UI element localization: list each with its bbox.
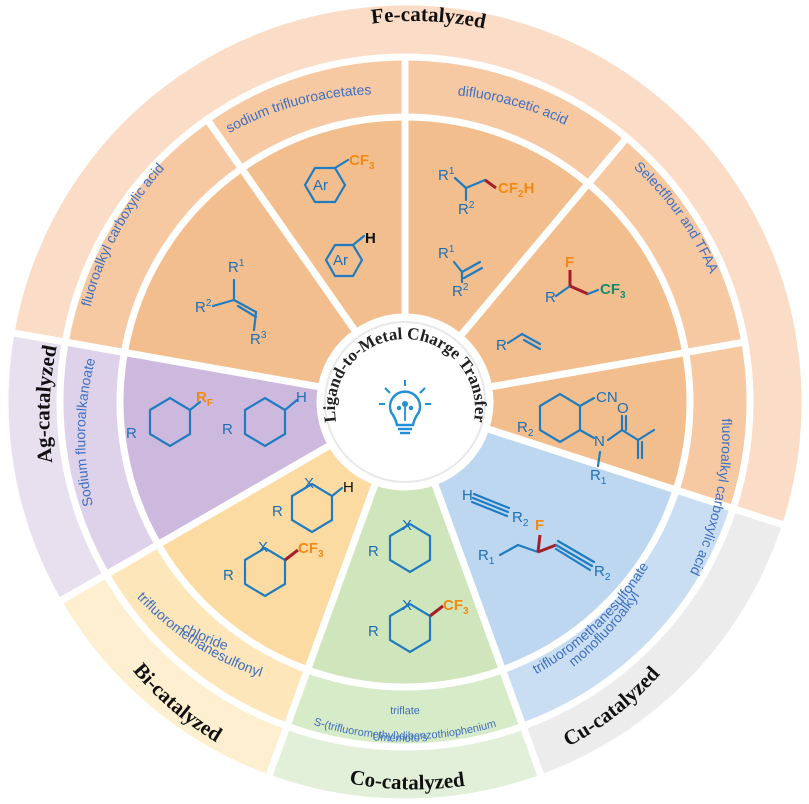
svg-text:X: X	[304, 475, 314, 492]
molecule-aryl-rf: R RF	[126, 389, 213, 448]
svg-text:R1: R1	[590, 467, 607, 487]
svg-text:CN: CN	[596, 389, 618, 406]
molecule-arene-h: Ar H	[324, 230, 376, 278]
svg-text:H: H	[365, 230, 376, 247]
svg-text:R3: R3	[250, 330, 267, 348]
reagent-co-line3: triflate	[390, 705, 420, 717]
svg-text:R2: R2	[195, 298, 212, 316]
sector-fe-inner-1	[120, 163, 362, 392]
svg-text:H: H	[296, 389, 307, 406]
molecule-trisubstituted-alkene: R1 R2 R3	[195, 258, 267, 348]
svg-text:R1: R1	[438, 166, 455, 184]
svg-text:CF2H: CF2H	[498, 180, 534, 200]
reagent-co-line1: Umemoto's	[372, 731, 428, 745]
svg-text:Ar: Ar	[313, 177, 328, 194]
svg-text:RF: RF	[196, 389, 213, 409]
svg-text:R: R	[272, 503, 283, 520]
sector-bi-inner	[153, 439, 381, 675]
svg-text:R1: R1	[438, 244, 455, 262]
svg-text:CF3: CF3	[443, 597, 469, 617]
svg-text:N: N	[594, 433, 605, 450]
sector-fe-inner-4	[454, 178, 690, 392]
svg-text:X: X	[402, 597, 412, 614]
svg-text:R: R	[223, 567, 234, 584]
svg-text:R: R	[545, 289, 556, 306]
svg-text:R: R	[222, 421, 233, 438]
svg-text:R2: R2	[512, 509, 529, 529]
molecule-fluoro-cf3-product: R F CF3	[545, 254, 626, 306]
molecule-difluoromethyl-product: R1 R2 CF2H	[438, 166, 534, 218]
svg-text:O: O	[617, 400, 629, 417]
molecule-heteroarene-co: X R	[368, 517, 432, 574]
svg-text:R2: R2	[452, 282, 469, 300]
sector-co-inner	[303, 477, 507, 691]
molecule-n-aryl-acrylamide: R2 CN N R1 O	[517, 389, 656, 487]
svg-text:R: R	[368, 623, 379, 640]
svg-text:X: X	[402, 517, 412, 534]
svg-text:R: R	[496, 337, 507, 354]
molecule-1-1-disubstituted-alkene: R1 R2	[438, 244, 484, 300]
lightbulb-icon	[379, 380, 431, 435]
svg-text:R: R	[126, 425, 137, 442]
svg-text:X: X	[258, 539, 268, 556]
svg-text:R2: R2	[458, 200, 475, 218]
svg-text:H: H	[343, 479, 354, 496]
sector-fe-inner-3	[401, 113, 594, 342]
svg-text:R: R	[368, 543, 379, 560]
svg-text:CF3: CF3	[600, 281, 626, 301]
svg-text:R1: R1	[228, 258, 245, 276]
svg-text:F: F	[535, 517, 544, 534]
svg-text:H: H	[462, 487, 473, 504]
svg-text:Ar: Ar	[333, 252, 348, 269]
svg-text:R1: R1	[478, 547, 495, 567]
molecule-terminal-alkyne: H R2	[462, 487, 529, 529]
svg-text:CF3: CF3	[298, 540, 324, 560]
molecule-aryl-cf3: Ar CF3	[303, 152, 375, 204]
molecule-terminal-alkene: R	[496, 332, 542, 354]
svg-text:F: F	[565, 254, 574, 271]
molecule-heteroarene-cf3-co: X R CF3	[368, 597, 469, 654]
molecule-heteroarene-cf3-bi: X R CF3	[223, 539, 324, 598]
svg-text:R2: R2	[594, 563, 611, 583]
svg-text:R2: R2	[517, 419, 534, 439]
sector-fe-inner-2	[236, 113, 409, 338]
svg-text:CF3: CF3	[349, 152, 375, 172]
molecule-propargyl-fluoride: R1 F R2	[478, 517, 611, 583]
molecule-arene-ag-h: R H	[222, 389, 307, 448]
molecule-heteroarene-h: X R H	[272, 475, 354, 534]
